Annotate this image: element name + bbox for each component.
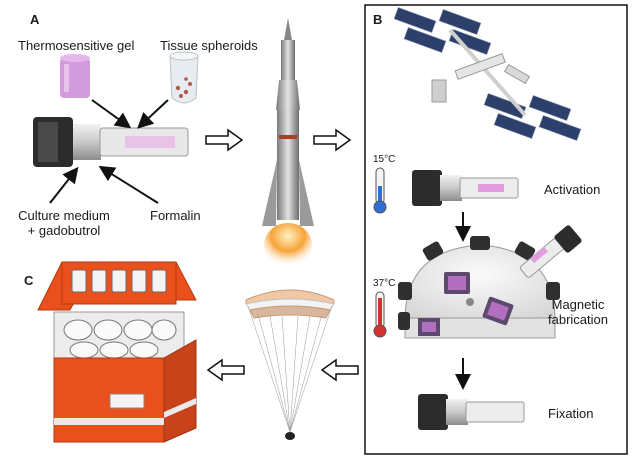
space-station-image [393,7,582,141]
thermometer-warm-icon [373,291,387,338]
thermometer-cold-icon [373,167,387,214]
label-temp-cold: 15°C [373,154,396,165]
label-activation: Activation [544,182,601,197]
orange-container-image [37,261,197,443]
label-magnetic-fabrication: Magnetic fabrication [540,297,616,327]
label-fixation: Fixation [548,406,594,421]
parachute-image [245,289,335,440]
magnetic-device-image [398,236,560,339]
hollow-arrow-parachute-to-c [206,358,245,382]
label-magnetic-line2: fabrication [548,312,608,327]
label-thermosensitive-gel: Thermosensitive gel [18,38,135,53]
arrow-formalin-to-device [98,165,159,204]
culture-device-image-activation [412,170,519,206]
arrow-spheroids-to-device [137,99,169,129]
label-tissue-spheroids: Tissue spheroids [160,38,258,53]
hollow-arrow-a-to-rocket [205,128,244,152]
label-temp-warm: 37°C [373,278,396,289]
rocket-image [262,18,314,267]
culture-device-image-fixation [418,394,525,430]
hollow-arrow-rocket-to-b [313,128,352,152]
label-culture-medium-line1: Culture medium [18,208,110,223]
panel-b-frame [364,4,628,455]
panel-label-c: C [24,273,34,288]
gel-tube-image [60,54,90,98]
hollow-arrow-b-to-parachute [320,358,359,382]
panel-label-a: A [30,12,40,27]
culture-device-image-a [33,117,189,167]
label-culture-medium: Culture medium + gadobutrol [14,208,114,238]
tilted-device-image [520,225,582,278]
panel-label-b: B [373,12,383,27]
arrow-gel-to-device [91,99,132,129]
label-magnetic-line1: Magnetic [551,297,605,312]
spheroid-tube-image [169,51,199,104]
label-formalin: Formalin [150,208,201,223]
label-culture-medium-line2: + gadobutrol [27,223,101,238]
arrow-medium-to-device [49,166,79,204]
